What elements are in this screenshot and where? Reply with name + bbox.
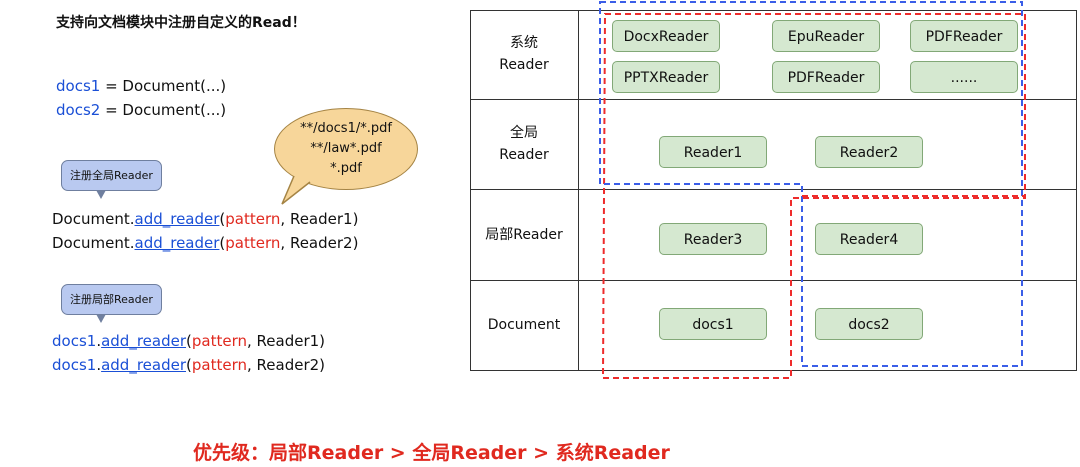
code-method: add_reader <box>101 356 187 374</box>
code-object: Document <box>52 234 130 252</box>
global-add-reader-1: Document.add_reader(pattern, Reader1) <box>52 210 358 228</box>
pattern-line: **/law*.pdf <box>310 141 382 156</box>
row-label-line: Document <box>487 317 561 333</box>
row-divider <box>470 189 1077 190</box>
docs2-declaration: docs2 = Document(...) <box>56 101 226 119</box>
pattern-callout: **/docs1/*.pdf **/law*.pdf *.pdf <box>274 108 418 190</box>
bubble-register-global: 注册全局Reader <box>61 160 162 191</box>
row-divider <box>470 280 1077 281</box>
row-label-system: 系统 Reader <box>470 32 578 76</box>
reader-chip: PPTXReader <box>612 61 720 93</box>
code-object: docs1 <box>52 356 97 374</box>
pattern-line: **/docs1/*.pdf <box>300 121 392 136</box>
code-arg: pattern <box>191 356 247 374</box>
code-method: add_reader <box>134 210 220 228</box>
row-label-local: 局部Reader <box>470 224 578 246</box>
reader-chip: EpuReader <box>772 20 880 52</box>
reader-chip: Reader2 <box>815 136 923 168</box>
code-paren: ( <box>219 210 226 228</box>
priority-note: 优先级：局部Reader > 全局Reader > 系统Reader <box>193 442 670 464</box>
reader-chip: PDFReader <box>910 20 1018 52</box>
code-paren: ( <box>186 356 192 374</box>
document-chip: docs2 <box>815 308 923 340</box>
docs1-declaration: docs1 = Document(...) <box>56 77 226 95</box>
docs1-assign: = Document(...) <box>100 77 227 95</box>
docs1-scope-outline <box>601 13 1026 379</box>
bubble-tail <box>96 190 106 199</box>
code-method: add_reader <box>101 332 187 350</box>
column-divider <box>578 10 579 371</box>
row-label-global: 全局 Reader <box>470 122 578 166</box>
global-add-reader-2: Document.add_reader(pattern, Reader2) <box>52 234 358 252</box>
code-rest: , Reader1) <box>280 210 359 228</box>
page-title: 支持向文档模块中注册自定义的Read！ <box>56 15 306 31</box>
reader-chip: Reader3 <box>659 223 767 255</box>
local-add-reader-2: docs1.add_reader(pattern, Reader2) <box>52 356 325 374</box>
row-label-line: 局部Reader <box>485 227 563 243</box>
row-label-line: 系统 <box>510 35 538 51</box>
reader-chip: Reader4 <box>815 223 923 255</box>
bubble-tail <box>96 314 106 323</box>
code-arg: pattern <box>225 234 281 252</box>
code-dot: . <box>96 356 102 374</box>
code-rest: , Reader2) <box>247 356 326 374</box>
docs2-assign: = Document(...) <box>100 101 227 119</box>
pattern-line: *.pdf <box>330 161 362 176</box>
docs1-var: docs1 <box>56 77 101 95</box>
reader-chip: PDFReader <box>772 61 880 93</box>
reader-chip: Reader1 <box>659 136 767 168</box>
row-label-line: Reader <box>499 57 549 73</box>
code-object: docs1 <box>52 332 97 350</box>
row-label-line: 全局 <box>510 125 538 141</box>
code-method: add_reader <box>134 234 220 252</box>
local-add-reader-1: docs1.add_reader(pattern, Reader1) <box>52 332 325 350</box>
code-dot: . <box>96 332 102 350</box>
code-arg: pattern <box>191 332 247 350</box>
row-divider <box>470 99 1077 100</box>
bubble-register-local: 注册局部Reader <box>61 284 162 315</box>
code-dot: . <box>129 234 135 252</box>
code-paren: ( <box>219 234 226 252</box>
code-rest: , Reader2) <box>280 234 359 252</box>
docs2-scope-outline <box>599 1 1023 367</box>
row-label-line: Reader <box>499 147 549 163</box>
row-label-document: Document <box>470 314 578 336</box>
callout-tail <box>281 175 311 205</box>
code-paren: ( <box>186 332 192 350</box>
reader-chip: ...... <box>910 61 1018 93</box>
reader-hierarchy-table <box>470 10 1077 371</box>
code-object: Document <box>52 210 130 228</box>
code-arg: pattern <box>225 210 281 228</box>
docs2-var: docs2 <box>56 101 101 119</box>
document-chip: docs1 <box>659 308 767 340</box>
reader-chip: DocxReader <box>612 20 720 52</box>
code-rest: , Reader1) <box>247 332 326 350</box>
code-dot: . <box>129 210 135 228</box>
